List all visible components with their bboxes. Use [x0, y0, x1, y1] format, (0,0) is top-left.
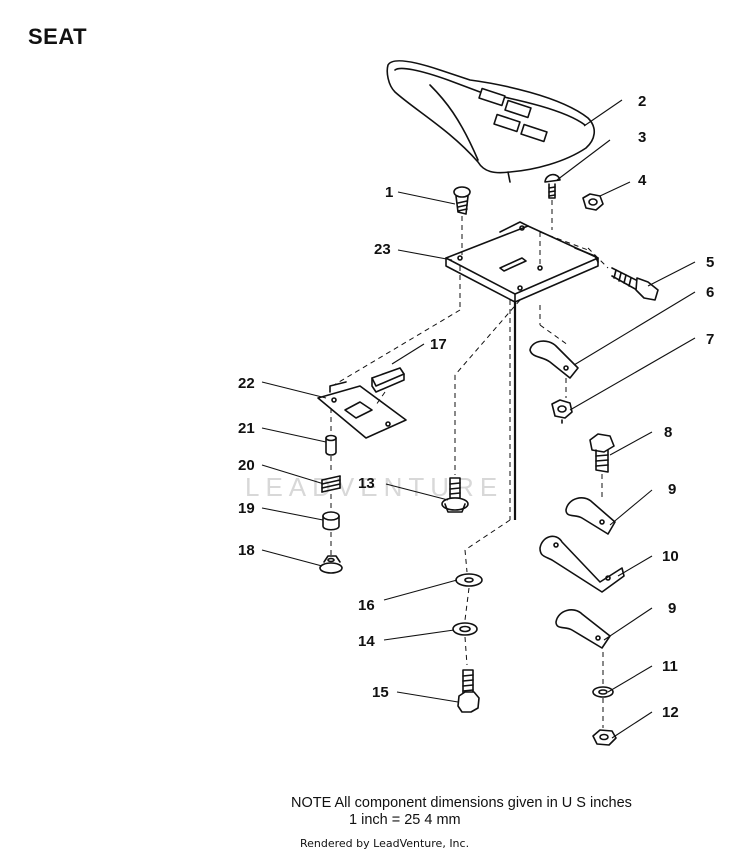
- callout-9b: 9: [668, 600, 676, 617]
- seat-plate: [445, 221, 599, 303]
- note-line-2: 1 inch = 25 4 mm: [349, 812, 461, 828]
- bushing: [322, 511, 340, 531]
- callout-15: 15: [372, 684, 389, 701]
- note-line-1: NOTE All component dimensions given in U…: [291, 795, 632, 811]
- callout-20: 20: [238, 457, 255, 474]
- washer-large: [455, 573, 483, 587]
- callout-3: 3: [638, 129, 646, 146]
- dimension-note: NOTE All component dimensions given in U…: [291, 795, 632, 829]
- lock-nut: [551, 399, 573, 427]
- callout-14: 14: [358, 633, 375, 650]
- seat: [386, 60, 595, 183]
- shoulder-bolt: [589, 433, 615, 473]
- flange-nut: [319, 555, 343, 574]
- mounting-bracket: [539, 535, 625, 593]
- callout-6: 6: [706, 284, 714, 301]
- pin: [325, 434, 337, 456]
- spacer-block: [371, 367, 405, 393]
- callout-8: 8: [664, 424, 672, 441]
- footer-credit: Rendered by LeadVenture, Inc.: [300, 837, 470, 850]
- callout-9a: 9: [668, 481, 676, 498]
- hex-nut-right: [592, 729, 617, 746]
- callout-13: 13: [358, 475, 375, 492]
- hex-bolt-bottom: [457, 669, 480, 713]
- callout-7: 7: [706, 331, 714, 348]
- callout-4: 4: [638, 172, 647, 189]
- page-title: SEAT: [28, 24, 88, 49]
- callout-19: 19: [238, 500, 255, 517]
- callout-11: 11: [662, 658, 678, 675]
- callout-16: 16: [358, 597, 375, 614]
- clip: [529, 340, 579, 379]
- callout-21: 21: [238, 420, 255, 437]
- callout-10: 10: [662, 548, 679, 565]
- carriage-bolt: [453, 186, 471, 215]
- callout-18: 18: [238, 542, 255, 559]
- bracket-clip-upper: [565, 497, 616, 535]
- bracket-clip-lower: [555, 609, 611, 649]
- hex-bolt: [611, 267, 659, 301]
- callout-5: 5: [706, 254, 714, 271]
- callout-1: 1: [385, 184, 393, 201]
- latch-plate: [317, 381, 407, 439]
- spring: [321, 475, 341, 493]
- lock-washer: [452, 622, 478, 636]
- callout-2: 2: [638, 93, 646, 110]
- flange-bolt: [441, 477, 469, 513]
- screw: [544, 173, 561, 199]
- callout-12: 12: [662, 704, 679, 721]
- flat-washer-right: [592, 686, 614, 698]
- hex-nut: [582, 193, 604, 211]
- callout-23: 23: [374, 241, 391, 258]
- callout-22: 22: [238, 375, 255, 392]
- callout-17: 17: [430, 336, 447, 353]
